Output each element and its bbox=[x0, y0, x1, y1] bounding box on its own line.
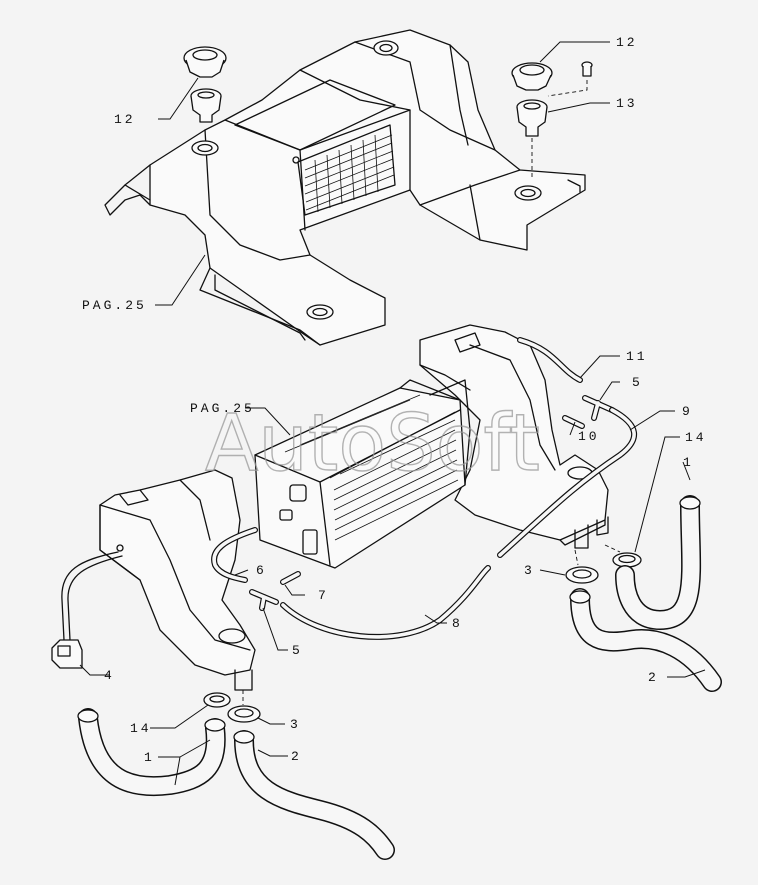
tee-5-left bbox=[249, 589, 279, 611]
callout-3-right: 3 bbox=[524, 563, 535, 578]
callout-5-left: 5 bbox=[292, 643, 303, 658]
callout-7: 7 bbox=[318, 588, 329, 603]
callout-14-right: 14 bbox=[685, 430, 707, 445]
leader-lines bbox=[79, 41, 706, 786]
tube-7 bbox=[280, 571, 301, 585]
tee-5-right bbox=[582, 395, 615, 421]
heater-core bbox=[254, 379, 471, 569]
callout-12-right: 12 bbox=[616, 35, 638, 50]
callout-13: 13 bbox=[616, 96, 638, 111]
callout-1-left: 1 bbox=[144, 750, 155, 765]
cap-12-right bbox=[511, 62, 553, 91]
hose-1-right bbox=[615, 495, 702, 630]
clamp-3-right bbox=[565, 566, 599, 584]
callout-12-left: 12 bbox=[114, 112, 136, 127]
top-cover bbox=[104, 29, 586, 346]
clamp-14-right bbox=[612, 552, 642, 568]
watermark-text: AutoSoft bbox=[205, 399, 540, 489]
tube-8 bbox=[280, 565, 491, 640]
tube-9 bbox=[497, 407, 638, 558]
clamp-14-left bbox=[203, 692, 231, 708]
callout-labels: 12 12 13 PAG.25 11 5 PAG.25 9 10 14 1 6 … bbox=[82, 35, 707, 765]
callout-4: 4 bbox=[104, 668, 115, 683]
hose-1-left bbox=[77, 708, 226, 797]
wire-connector-4 bbox=[51, 551, 123, 669]
clamp-3-left bbox=[227, 705, 261, 723]
callout-10: 10 bbox=[578, 429, 600, 444]
grommet-13-right bbox=[516, 99, 548, 137]
callout-pag25-top: PAG.25 bbox=[82, 298, 147, 313]
callout-3-left: 3 bbox=[290, 717, 301, 732]
callout-1-right: 1 bbox=[683, 455, 694, 470]
callout-pag25-center: PAG.25 bbox=[190, 401, 255, 416]
callout-14-left: 14 bbox=[130, 721, 152, 736]
grommet-13-left bbox=[190, 88, 222, 123]
cap-12-left bbox=[183, 46, 227, 78]
callout-2-left: 2 bbox=[291, 749, 302, 764]
callout-2-right: 2 bbox=[648, 670, 659, 685]
callout-8: 8 bbox=[452, 616, 463, 631]
hose-2-right bbox=[569, 588, 722, 692]
callout-11: 11 bbox=[626, 349, 648, 364]
tube-11 bbox=[517, 337, 583, 383]
callout-5-right: 5 bbox=[632, 375, 643, 390]
heater-housing-right bbox=[419, 324, 609, 549]
callout-9: 9 bbox=[682, 404, 693, 419]
heater-housing-left bbox=[99, 469, 256, 691]
screw bbox=[581, 61, 593, 77]
hose-2-left bbox=[233, 730, 395, 860]
tube-10 bbox=[562, 415, 585, 429]
tube-6 bbox=[211, 527, 258, 583]
callout-6: 6 bbox=[256, 563, 267, 578]
